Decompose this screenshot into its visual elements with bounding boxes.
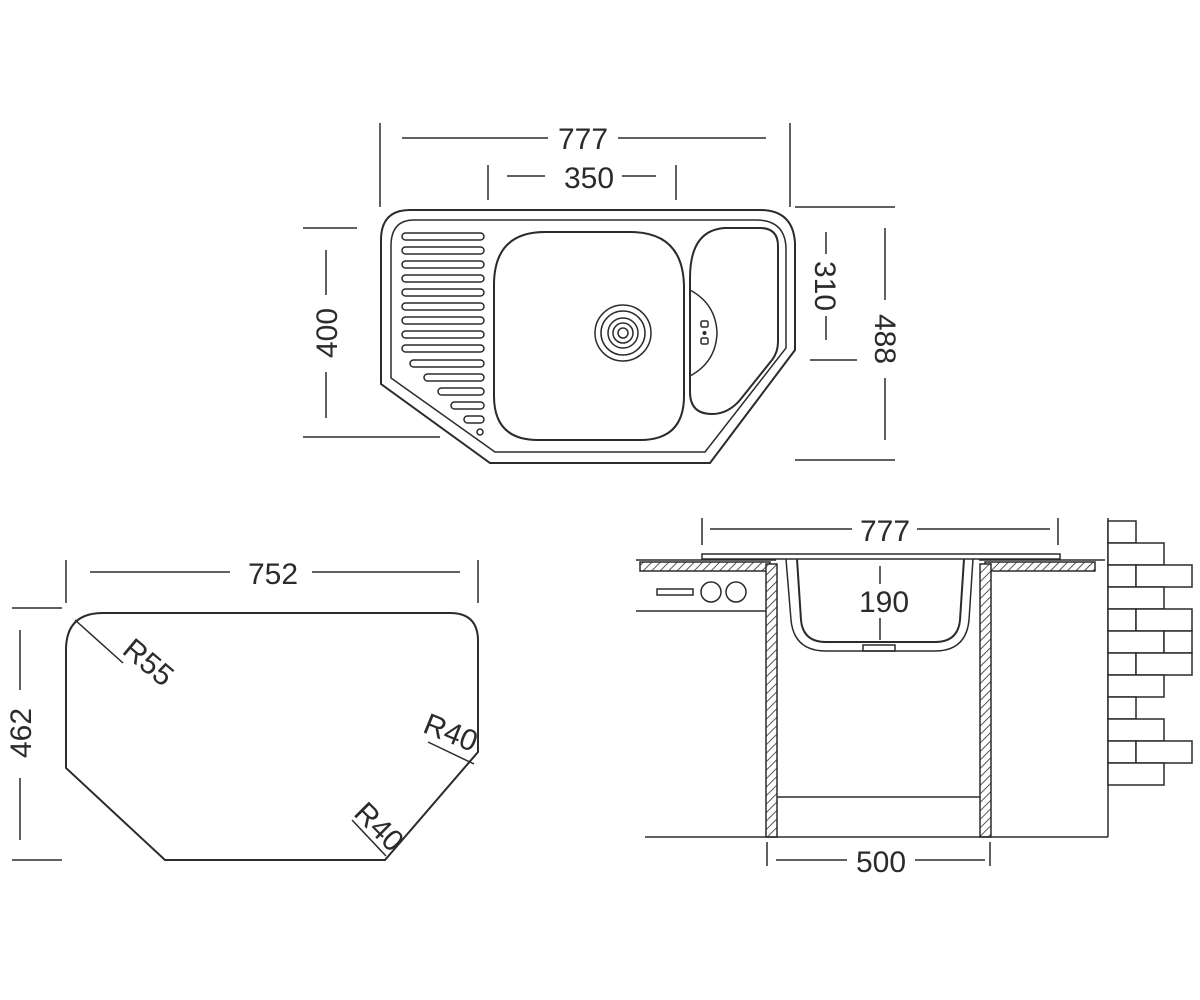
cutout-outline xyxy=(65,612,479,861)
sink-outline xyxy=(380,209,796,464)
cabinet-right-wall xyxy=(979,563,992,838)
dim-top-width-777: 777 xyxy=(558,123,608,156)
countertop-right xyxy=(984,561,1096,572)
dim-bowl-depth-310: 310 xyxy=(808,261,841,311)
overflow-icon xyxy=(700,320,709,345)
radius-label-r40-bottom: R40 xyxy=(348,796,410,858)
radius-label-r55: R55 xyxy=(116,632,179,693)
dim-cutout-depth-462: 462 xyxy=(5,708,38,758)
cabinet-left-wall xyxy=(765,563,778,838)
dim-left-depth-400: 400 xyxy=(311,308,344,358)
countertop-left xyxy=(639,561,771,572)
dim-bowl-depth-190: 190 xyxy=(859,586,909,619)
small-bowl xyxy=(689,227,779,416)
sink-flange xyxy=(701,553,1061,560)
drain-strainer xyxy=(594,304,652,362)
appliance-knobs xyxy=(656,581,747,603)
main-bowl xyxy=(493,231,685,441)
top-view: 777 350 400 310 488 xyxy=(303,123,901,464)
side-view: 777 190 500 xyxy=(636,515,1193,879)
sink-inner-rim xyxy=(390,219,787,453)
dim-side-width-777: 777 xyxy=(860,515,910,548)
radius-label-r40-right: R40 xyxy=(419,708,482,759)
dim-cabinet-width-500: 500 xyxy=(856,846,906,879)
cutout-view: R55 R40 R40 752 462 xyxy=(5,558,482,861)
overflow-cover xyxy=(689,289,718,377)
drain-outlet xyxy=(862,644,896,652)
dim-bowl-width-350: 350 xyxy=(564,162,614,195)
brick-wall xyxy=(1107,518,1193,837)
dim-cutout-width-752: 752 xyxy=(248,558,298,591)
drainer-ribs xyxy=(401,232,485,436)
dim-total-depth-488: 488 xyxy=(868,314,901,364)
bowl-section xyxy=(796,558,965,643)
